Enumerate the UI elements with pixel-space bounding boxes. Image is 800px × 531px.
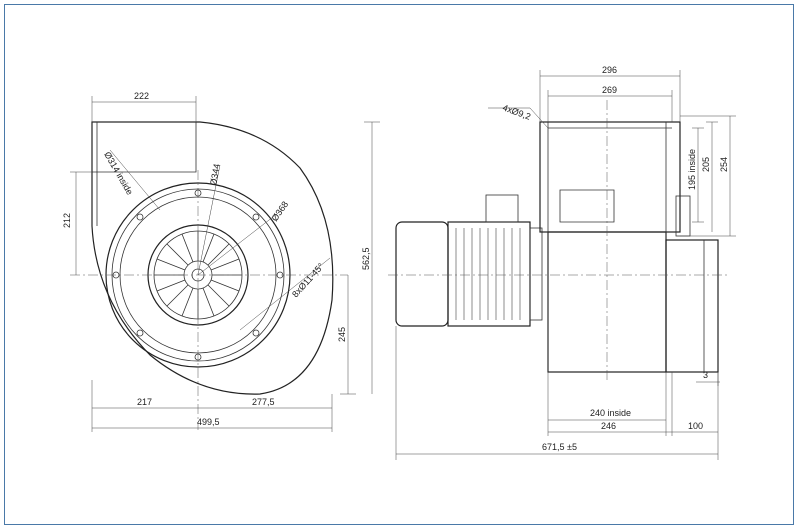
dim-671: 671,5 ±5 xyxy=(542,442,577,452)
inlet-flange xyxy=(665,239,719,373)
dim-3: 3 xyxy=(703,370,708,380)
dim-217: 217 xyxy=(137,397,152,407)
motor-endcap xyxy=(395,221,449,327)
dim-d368: Ø368 xyxy=(269,199,290,223)
dim-246: 246 xyxy=(601,421,616,431)
outlet-duct xyxy=(539,121,681,233)
dim-195: 195 inside xyxy=(687,149,697,190)
dim-296: 296 xyxy=(602,65,617,75)
dim-205: 205 xyxy=(701,157,711,172)
terminal-box xyxy=(485,194,519,223)
dim-240: 240 inside xyxy=(590,408,631,418)
dim-499: 499,5 xyxy=(197,417,220,427)
dim-269: 269 xyxy=(602,85,617,95)
front-view: 222 212 Ø314 inside Ø344 Ø368 8xØ11-45° … xyxy=(62,91,380,432)
dim-245: 245 xyxy=(337,327,347,342)
scroll-housing xyxy=(91,121,334,395)
side-view: 296 269 4xØ9,2 195 inside 205 254 3 240 … xyxy=(388,65,736,460)
dim-277: 277,5 xyxy=(252,397,275,407)
drawing-sheet xyxy=(4,4,794,525)
dim-212: 212 xyxy=(62,213,72,228)
dim-d344: Ø344 xyxy=(208,163,222,186)
dim-254: 254 xyxy=(719,157,729,172)
motor-body xyxy=(447,221,531,327)
dim-holes: 8xØ11-45° xyxy=(290,261,326,300)
dim-222: 222 xyxy=(134,91,149,101)
dim-holes4: 4xØ9,2 xyxy=(501,102,532,121)
dim-562: 562,5 xyxy=(361,247,371,270)
dim-100: 100 xyxy=(688,421,703,431)
dim-d314: Ø314 inside xyxy=(102,150,135,197)
